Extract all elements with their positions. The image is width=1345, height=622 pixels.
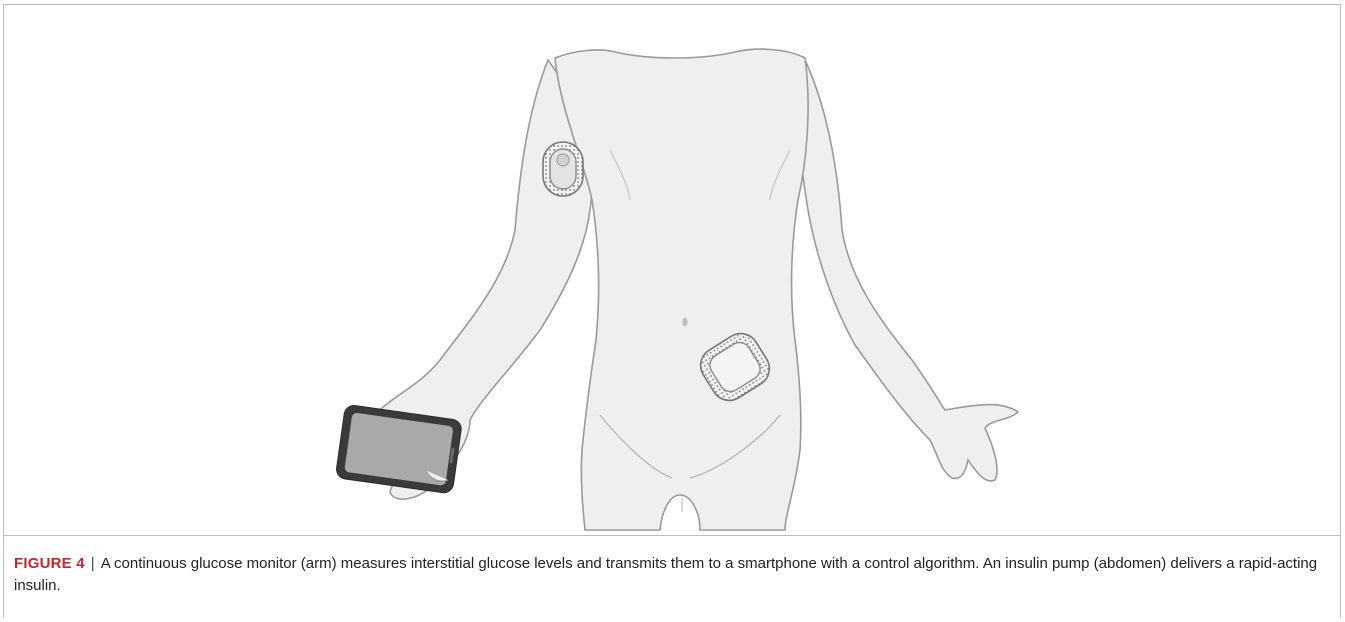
cgm-sensor-icon <box>543 142 583 196</box>
navel <box>683 318 688 327</box>
right-arm-shape <box>796 60 1018 481</box>
figure-label: FIGURE 4 <box>14 555 85 572</box>
human-body <box>373 49 1018 530</box>
figure-illustration <box>0 0 1345 540</box>
torso-shape <box>555 49 808 530</box>
caption-separator: | <box>91 555 95 572</box>
caption-divider <box>3 535 1341 536</box>
caption-text: A continuous glucose monitor (arm) measu… <box>14 555 1317 594</box>
figure-caption: FIGURE 4 |A continuous glucose monitor (a… <box>14 553 1324 597</box>
